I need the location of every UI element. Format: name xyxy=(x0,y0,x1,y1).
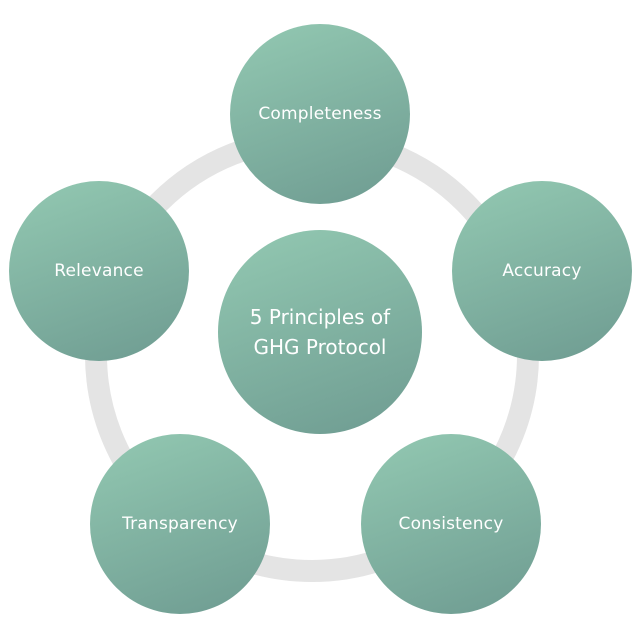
principle-relevance-label: Relevance xyxy=(54,261,144,281)
principle-accuracy: Accuracy xyxy=(452,181,632,361)
center-title: 5 Principles of GHG Protocol xyxy=(249,305,391,359)
principle-accuracy-label: Accuracy xyxy=(502,261,582,281)
principle-completeness: Completeness xyxy=(230,24,410,204)
principle-consistency: Consistency xyxy=(361,434,541,614)
principle-relevance: Relevance xyxy=(9,181,189,361)
principle-completeness-label: Completeness xyxy=(258,104,382,124)
center-circle: 5 Principles of GHG Protocol xyxy=(218,230,422,434)
principle-transparency: Transparency xyxy=(90,434,270,614)
principle-consistency-label: Consistency xyxy=(398,514,504,534)
principle-transparency-label: Transparency xyxy=(122,514,238,534)
